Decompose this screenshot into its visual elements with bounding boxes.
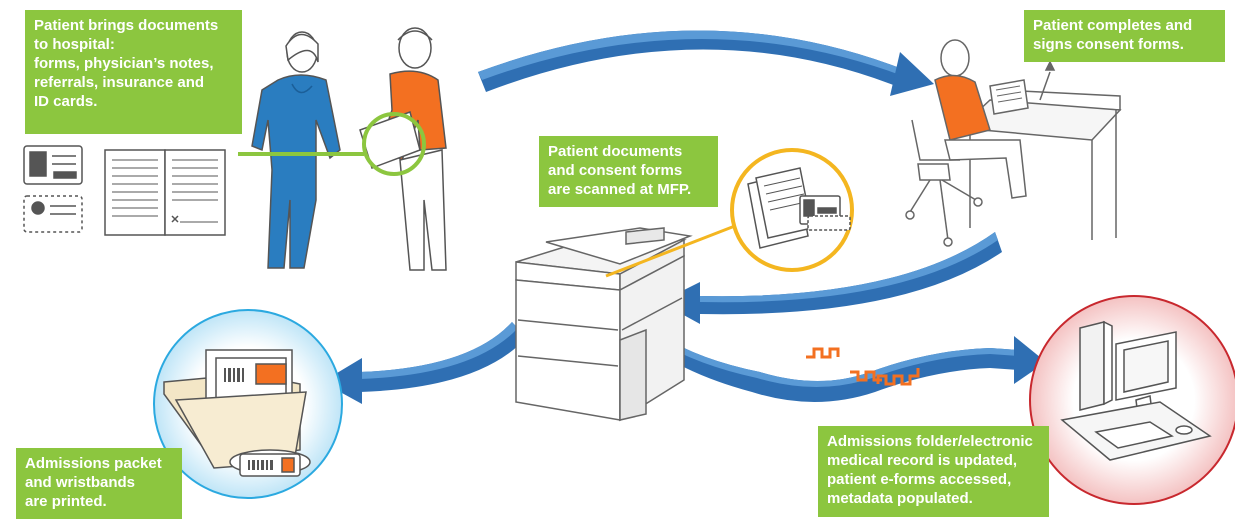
- callout-line: Patient completes and: [1033, 17, 1193, 34]
- callout-line: are printed.: [25, 493, 107, 510]
- consent-desk-scene: [905, 39, 1122, 247]
- wristband-icon: [229, 449, 311, 477]
- callout-line: Admissions packet: [25, 455, 162, 472]
- arrow-to-record: [655, 335, 1046, 402]
- admissions-packet-scene: [153, 309, 343, 499]
- scan-connector: [605, 222, 741, 278]
- callout-line: Admissions folder/electronic: [827, 433, 1033, 450]
- nurse-figure: [251, 31, 341, 269]
- arrow-to-consent: [478, 30, 934, 96]
- scanned-documents-icon: [730, 148, 854, 272]
- arrow-to-packet: [322, 322, 526, 404]
- id-card-icon: [23, 145, 83, 233]
- callout-line: patient e-forms accessed,: [827, 471, 1012, 488]
- computer-workstation-icon: [1029, 295, 1235, 505]
- callout-line: ID cards.: [34, 93, 98, 110]
- callout-line: are scanned at MFP.: [548, 181, 692, 198]
- callout-line: Patient brings documents: [34, 17, 219, 34]
- callout-line: to hospital:: [34, 36, 115, 53]
- callout-packet-printed: Admissions packet and wristbands are pri…: [16, 448, 182, 519]
- admissions-folder-icon: [163, 349, 307, 469]
- callout-line: medical record is updated,: [827, 452, 1018, 469]
- callout-line: metadata populated.: [827, 490, 973, 507]
- callout-consent-forms: Patient completes and signs consent form…: [1024, 10, 1225, 62]
- callout-line: referrals, insurance and: [34, 74, 205, 91]
- callout-line: signs consent forms.: [1033, 36, 1184, 53]
- callout-line: and wristbands: [25, 474, 136, 491]
- open-document-icon: [104, 149, 226, 236]
- callout-line: and consent forms: [548, 162, 683, 179]
- data-signal-icon: [806, 347, 920, 386]
- callout-line: Patient documents: [548, 143, 683, 160]
- callout-documents-scanned: Patient documents and consent forms are …: [539, 136, 718, 207]
- callout-record-updated: Admissions folder/electronic medical rec…: [818, 426, 1049, 517]
- mfp-printer: [515, 227, 693, 422]
- document-exchange: [238, 111, 426, 176]
- callout-patient-brings-documents: Patient brings documents to hospital: fo…: [25, 10, 242, 134]
- callout-line: forms, physician’s notes,: [34, 55, 214, 72]
